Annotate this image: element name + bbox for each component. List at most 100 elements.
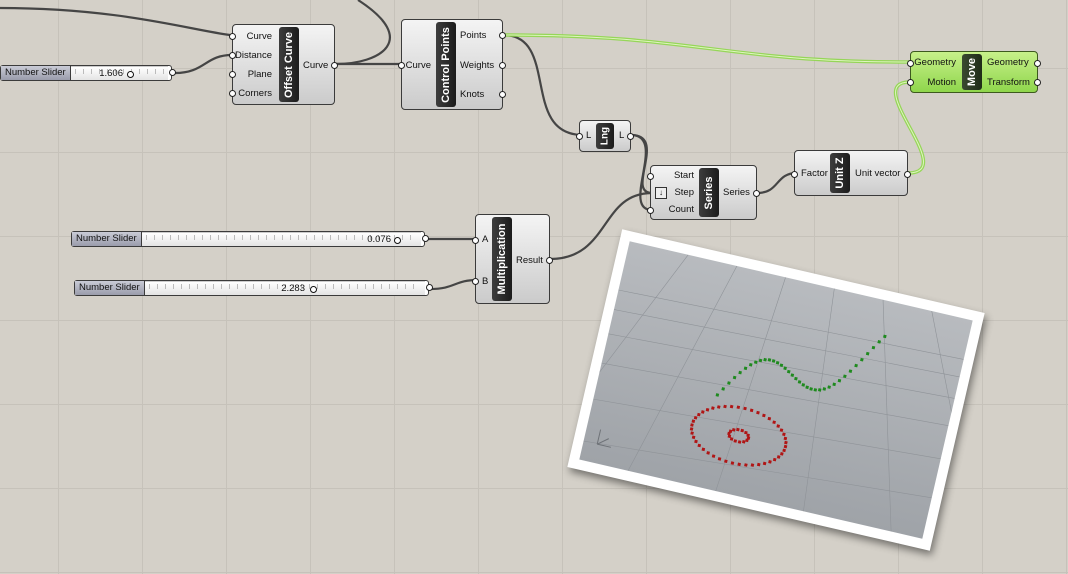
slider-output-port[interactable] [426, 284, 433, 291]
output-transform[interactable]: Transform [987, 77, 1030, 88]
input-a[interactable]: A [482, 234, 489, 245]
input-port[interactable] [229, 33, 236, 40]
slider-track[interactable]: 2.283 [145, 281, 425, 295]
point-mark [794, 376, 798, 381]
output-result[interactable]: Result [516, 255, 543, 266]
input-curve[interactable]: Curve [405, 60, 431, 71]
unit-z-component[interactable]: Factor Unit Z Unit vector [791, 150, 911, 196]
point-mark [727, 434, 732, 439]
input-distance[interactable]: Distance [235, 50, 272, 61]
axis-gizmo-icon [596, 429, 611, 448]
number-slider-distance[interactable]: Number Slider 1.606 [0, 65, 176, 81]
point-mark [805, 385, 809, 390]
input-port[interactable] [472, 278, 479, 285]
slider-track[interactable]: 0.076 [142, 232, 421, 246]
series-component[interactable]: Start Step Count ↓ Series Series [647, 165, 760, 220]
point-mark [744, 463, 748, 467]
control-points-component[interactable]: Curve Control Points Points Weights Knot… [398, 19, 506, 110]
wire-length-to-step [630, 133, 653, 195]
output-port[interactable] [331, 62, 338, 69]
component-title: Multiplication [492, 217, 512, 301]
point-mark [817, 388, 822, 392]
point-mark [782, 432, 786, 437]
input-port[interactable] [647, 173, 654, 180]
output-curve[interactable]: Curve [303, 60, 329, 71]
point-mark [843, 374, 847, 379]
slider-knob[interactable] [310, 286, 317, 293]
point-mark [775, 360, 780, 365]
output-port[interactable] [904, 171, 911, 178]
input-plane[interactable]: Plane [247, 69, 272, 80]
point-mark [694, 439, 698, 444]
slider-knob[interactable] [394, 237, 401, 244]
input-count[interactable]: Count [668, 204, 694, 215]
output-port[interactable] [546, 257, 553, 264]
output-l[interactable]: L [619, 130, 625, 141]
number-slider-count[interactable]: Number Slider 2.283 [74, 280, 433, 296]
input-curve[interactable]: Curve [246, 31, 272, 42]
point-mark [783, 444, 788, 449]
input-geometry[interactable]: Geometry [914, 57, 956, 68]
point-mark [743, 406, 747, 411]
input-motion[interactable]: Motion [927, 77, 956, 88]
input-factor[interactable]: Factor [801, 168, 828, 179]
point-mark [780, 452, 784, 456]
input-port[interactable] [229, 90, 236, 97]
output-port[interactable] [499, 32, 506, 39]
point-mark [772, 420, 776, 425]
output-points[interactable]: Points [460, 30, 487, 41]
input-step[interactable]: Step [674, 187, 694, 198]
input-l[interactable]: L [586, 130, 592, 141]
component-title: Lng [596, 123, 614, 149]
point-mark [767, 416, 772, 421]
output-port[interactable] [1034, 60, 1041, 67]
input-port[interactable] [907, 60, 914, 67]
move-component[interactable]: Geometry Motion Move Geometry Transform [907, 51, 1041, 93]
output-port[interactable] [499, 62, 506, 69]
point-mark [763, 357, 767, 362]
perspective-grid [579, 254, 973, 539]
output-unit-vector[interactable]: Unit vector [855, 168, 901, 179]
number-slider-step[interactable]: Number Slider 0.076 [71, 231, 429, 247]
slider-track[interactable]: 1.606 [71, 66, 168, 80]
point-mark [749, 408, 754, 413]
point-mark [776, 455, 781, 459]
point-mark [729, 437, 734, 441]
viewport-preview-card [567, 229, 985, 551]
input-port[interactable] [647, 207, 654, 214]
wire-slider3-to-b [429, 278, 478, 291]
point-mark [832, 382, 836, 387]
offset-curve-component[interactable]: Curve Distance Plane Corners Offset Curv… [229, 24, 338, 105]
output-port[interactable] [1034, 79, 1041, 86]
output-series[interactable]: Series [723, 187, 750, 198]
point-mark [729, 404, 734, 409]
input-port[interactable] [472, 237, 479, 244]
output-port[interactable] [753, 190, 760, 197]
point-mark [731, 428, 736, 432]
length-component[interactable]: L Lng L [576, 120, 634, 152]
slider-knob[interactable] [127, 71, 134, 78]
input-port[interactable] [791, 171, 798, 178]
multiplication-component[interactable]: A B Multiplication Result [472, 214, 553, 304]
input-corners[interactable]: Corners [238, 88, 272, 99]
point-mark [786, 369, 791, 374]
input-port[interactable] [398, 62, 405, 69]
output-port[interactable] [627, 133, 634, 140]
input-port[interactable] [576, 133, 583, 140]
input-port[interactable] [229, 52, 236, 59]
output-knots[interactable]: Knots [460, 89, 485, 100]
point-mark [744, 430, 748, 435]
input-b[interactable]: B [482, 276, 489, 287]
slider-output-port[interactable] [169, 69, 176, 76]
input-start[interactable]: Start [673, 170, 694, 181]
input-port[interactable] [229, 71, 236, 78]
output-geometry[interactable]: Geometry [987, 57, 1029, 68]
point-mark [727, 381, 731, 385]
input-port[interactable] [907, 79, 914, 86]
slider-output-port[interactable] [422, 235, 429, 242]
output-weights[interactable]: Weights [460, 60, 495, 71]
point-mark [733, 439, 738, 443]
point-mark [706, 451, 710, 455]
point-mark [711, 454, 716, 458]
output-port[interactable] [499, 91, 506, 98]
